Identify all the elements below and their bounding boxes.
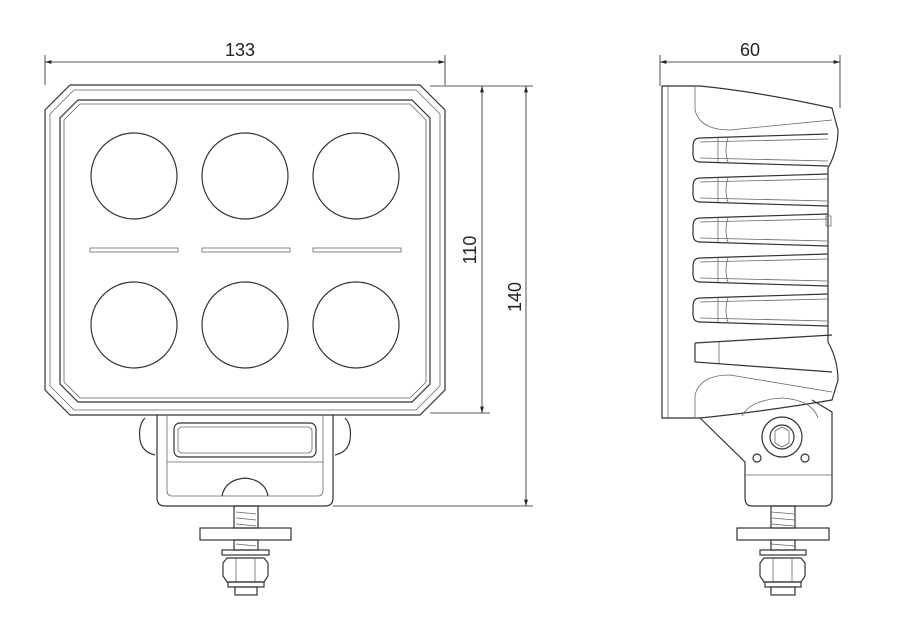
nut bbox=[222, 557, 269, 583]
dimension-133: 133 bbox=[44, 40, 446, 85]
dimension-label-total-height: 140 bbox=[505, 282, 525, 312]
fin-slot bbox=[692, 253, 829, 287]
fin-detail bbox=[699, 217, 829, 243]
fin-slot bbox=[692, 213, 829, 247]
reflector-bar bbox=[201, 247, 291, 253]
led-lens bbox=[90, 132, 178, 220]
led-lens bbox=[201, 281, 289, 369]
dimension-label-width: 133 bbox=[225, 40, 255, 60]
led-group bbox=[90, 132, 400, 369]
side-view bbox=[661, 85, 839, 596]
pivot-bolt-hex bbox=[774, 426, 790, 448]
dimension-label-lens-height: 110 bbox=[460, 236, 480, 265]
housing-inner-outline bbox=[49, 89, 441, 411]
front-view bbox=[44, 84, 446, 596]
led-lens bbox=[90, 281, 178, 369]
screw-hole bbox=[800, 453, 810, 463]
housing-outline bbox=[44, 84, 446, 416]
dimension-label-depth: 60 bbox=[740, 40, 760, 60]
led-lens bbox=[312, 132, 400, 220]
dimension-140: 140 bbox=[333, 85, 533, 507]
dimension-110: 110 bbox=[430, 85, 490, 414]
side-housing bbox=[661, 85, 839, 419]
lens-inner-outline bbox=[63, 103, 427, 399]
reflector-bars bbox=[89, 247, 402, 253]
led-lens bbox=[312, 281, 400, 369]
fin-slot bbox=[692, 293, 829, 327]
mount-bracket bbox=[138, 415, 352, 507]
screw-hole bbox=[752, 453, 762, 463]
fin-detail bbox=[699, 177, 829, 203]
mount-bolt bbox=[199, 505, 292, 596]
led-lens bbox=[201, 132, 289, 220]
fin-slot bbox=[692, 133, 829, 167]
washer bbox=[736, 527, 830, 541]
dimension-60: 60 bbox=[659, 40, 841, 108]
cooling-fins bbox=[692, 133, 833, 373]
fin-slot bbox=[692, 173, 829, 207]
nut bbox=[759, 557, 806, 583]
side-mount-bolt bbox=[736, 505, 830, 596]
fin-detail bbox=[699, 257, 829, 283]
pivot-bolt-outer bbox=[761, 416, 803, 458]
fin-detail bbox=[699, 137, 829, 163]
washer bbox=[199, 527, 292, 541]
lens-outline bbox=[59, 99, 431, 403]
reflector-bar bbox=[89, 247, 179, 253]
bracket-dome bbox=[221, 477, 269, 497]
fin-slot bbox=[694, 334, 833, 373]
reflector-bar bbox=[312, 247, 402, 253]
fin-detail bbox=[699, 297, 829, 323]
